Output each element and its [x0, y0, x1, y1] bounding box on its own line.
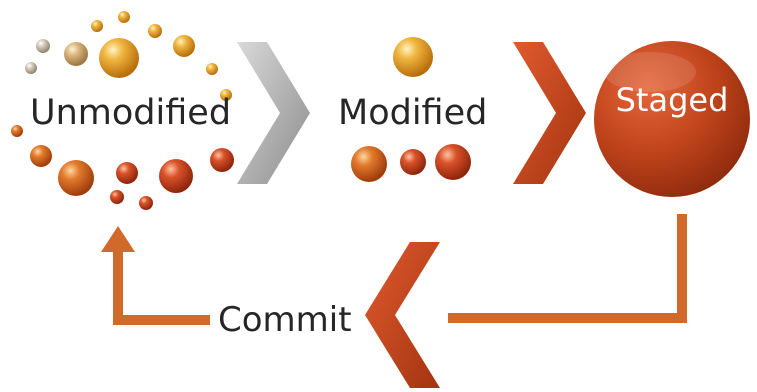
bead-icon — [30, 145, 52, 167]
return-line — [448, 214, 687, 323]
state-label-unmodified: Unmodified — [30, 93, 232, 133]
staged-circle — [594, 41, 750, 197]
bead-icon — [25, 62, 37, 74]
bead-icon — [139, 196, 153, 210]
bead-icon — [173, 35, 195, 57]
modified-beads — [351, 37, 471, 182]
transition-label-commit: Commit — [218, 300, 352, 340]
bead-icon — [220, 89, 232, 101]
arrowhead-icon — [101, 226, 135, 252]
bead-icon — [393, 37, 433, 77]
bead-icon — [118, 11, 130, 23]
bead-icon — [36, 39, 50, 53]
state-label-modified: Modified — [338, 93, 488, 133]
bead-icon — [351, 146, 387, 182]
bead-icon — [206, 63, 218, 75]
state-label-staged: Staged — [615, 81, 729, 119]
gray-chevron-icon — [237, 42, 310, 184]
bead-icon — [91, 20, 103, 32]
bead-icon — [210, 148, 234, 172]
return-arrow-icon — [113, 248, 210, 325]
bead-icon — [435, 144, 471, 180]
bead-icon — [400, 149, 426, 175]
bead-icon — [159, 159, 193, 193]
red-chevron-icon — [513, 42, 586, 184]
bead-icon — [110, 190, 124, 204]
bead-icon — [116, 162, 138, 184]
return-chevron-icon — [365, 242, 440, 388]
bead-icon — [148, 24, 162, 38]
unmodified-beads — [11, 11, 234, 210]
bead-icon — [58, 160, 94, 196]
bead-icon — [11, 125, 23, 137]
bead-icon — [64, 42, 88, 66]
bead-icon — [99, 38, 139, 78]
